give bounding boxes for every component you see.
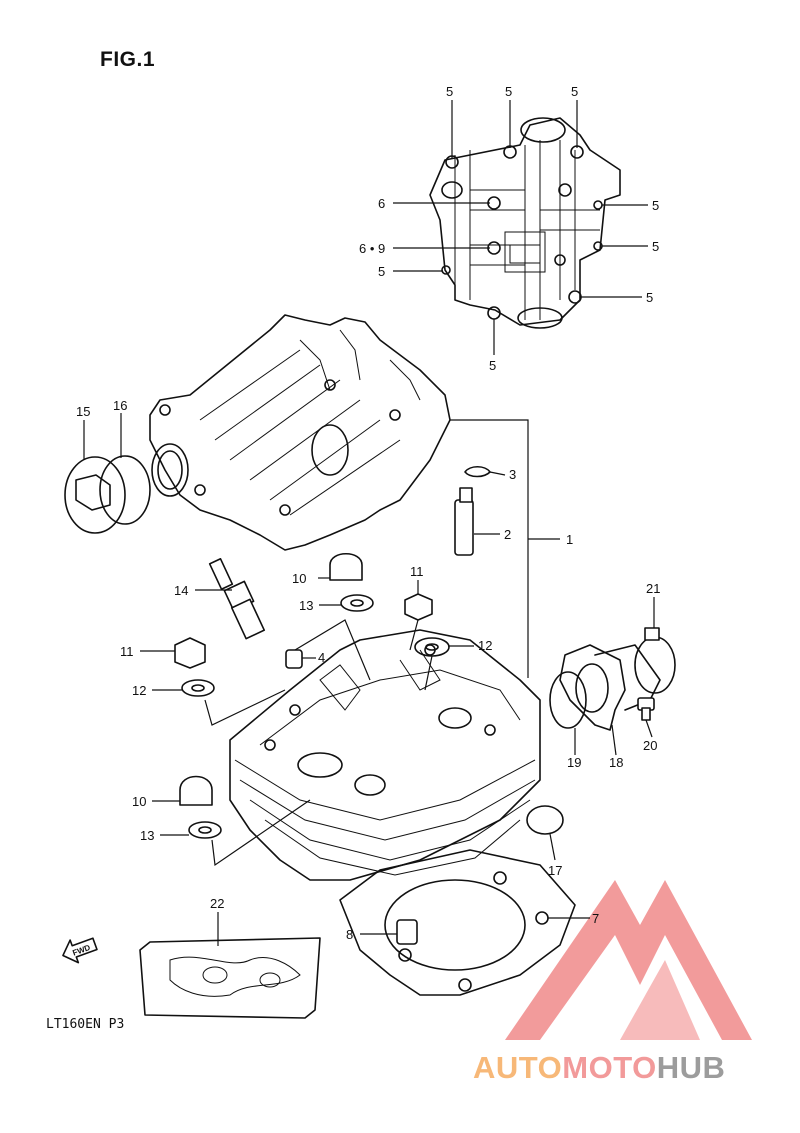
callout-1: 1 — [566, 532, 573, 547]
callout-7: 7 — [592, 911, 599, 926]
washer-lower — [188, 821, 222, 839]
cylinder-head-cover — [149, 314, 451, 551]
callout-21: 21 — [646, 581, 660, 596]
cap-nut-upper — [329, 552, 363, 581]
watermark-logo — [505, 880, 752, 1040]
washer-lower-hole — [198, 826, 212, 834]
valve-guide — [454, 487, 474, 556]
callout-19: 19 — [567, 755, 581, 770]
callout-15: 15 — [76, 404, 90, 419]
callout-18: 18 — [609, 755, 623, 770]
callout-13-b: 13 — [140, 828, 154, 843]
callout-5-d: 5 — [378, 264, 385, 279]
washer-upper — [340, 594, 374, 612]
callout-22: 22 — [210, 896, 224, 911]
watermark-part-auto: AUTO — [473, 1050, 563, 1085]
cylinder-head — [229, 629, 541, 881]
cap-nut-lower — [179, 775, 213, 806]
callout-17: 17 — [548, 863, 562, 878]
washer-upper-hole — [350, 599, 364, 607]
callout-8: 8 — [346, 927, 353, 942]
callout-2: 2 — [504, 527, 511, 542]
cylinder-gasket — [339, 849, 576, 996]
oil-filler-cap — [64, 456, 126, 534]
callout-5-b: 5 — [505, 84, 512, 99]
gasket-set — [139, 937, 321, 1019]
o-ring — [99, 455, 151, 525]
model-code: LT160EN P3 — [46, 1017, 125, 1032]
callout-6-9: 6 • 9 — [359, 241, 385, 256]
callout-5-f: 5 — [652, 239, 659, 254]
callout-10-b: 10 — [132, 794, 146, 809]
nut-upper-right — [404, 593, 433, 621]
callout-5-h: 5 — [489, 358, 496, 373]
intake-o-ring — [549, 671, 587, 729]
dowel-pin — [285, 649, 303, 669]
cylinder-head-top-view — [429, 117, 621, 329]
retainer-clip — [464, 465, 491, 478]
nut-left — [174, 637, 206, 669]
leader-lines — [83, 100, 655, 946]
dowel-pin-lower — [396, 919, 418, 945]
hose-clamp — [634, 627, 676, 694]
figure-title: FIG.1 — [100, 48, 156, 71]
callout-14: 14 — [174, 583, 188, 598]
callout-6: 6 — [378, 196, 385, 211]
watermark-part-hub: HUB — [656, 1050, 726, 1085]
fwd-arrow-mark: FWD — [62, 937, 98, 964]
washer-right — [414, 637, 450, 657]
callout-5-g: 5 — [646, 290, 653, 305]
callout-11-a: 11 — [410, 564, 424, 579]
callout-10-a: 10 — [292, 571, 306, 586]
blanking-plug — [526, 805, 564, 835]
callout-5-a: 5 — [446, 84, 453, 99]
callout-13-a: 13 — [299, 598, 313, 613]
spark-plug — [208, 557, 266, 640]
callout-11-b: 11 — [120, 644, 134, 659]
watermark-brand: AUTOMOTOHUB — [473, 1050, 725, 1086]
callout-12-a: 12 — [478, 638, 492, 653]
washer-left — [181, 679, 215, 697]
callout-4: 4 — [318, 650, 325, 665]
callout-3: 3 — [509, 467, 516, 482]
callout-5-e: 5 — [652, 198, 659, 213]
callout-20: 20 — [643, 738, 657, 753]
callout-16: 16 — [113, 398, 127, 413]
callout-labels: 5 5 5 6 6 • 9 5 5 5 5 5 15 16 3 2 1 14 1… — [76, 84, 660, 942]
callout-5-c: 5 — [571, 84, 578, 99]
washer-left-hole — [191, 684, 205, 692]
watermark-part-moto: MOTO — [562, 1050, 657, 1085]
flange-bolt — [637, 697, 655, 721]
callout-12-b: 12 — [132, 683, 146, 698]
